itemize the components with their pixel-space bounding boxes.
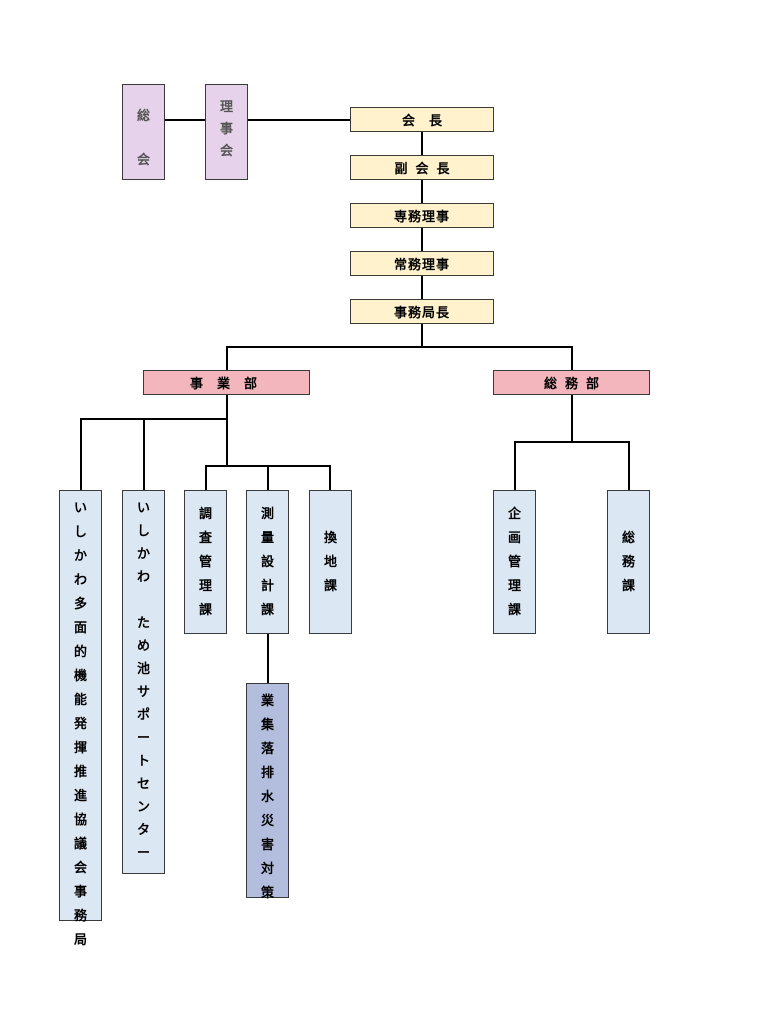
connector-to-chosa [205, 465, 207, 491]
kaicho-box: 会長 [350, 107, 494, 132]
kanchi-box: 換地課 [309, 490, 352, 634]
somubu-box: 総務部 [493, 370, 650, 395]
connector-somu-section-bar [514, 441, 629, 443]
kikaku-label: 企画管理課 [507, 507, 521, 618]
somuka-box: 総務課 [607, 490, 650, 634]
rijikai-box: 理事会 [205, 84, 248, 180]
connector-department-bar [226, 346, 572, 348]
sokuryo-box: 測量設計課 [246, 490, 289, 634]
chosa-box: 調査管理課 [184, 490, 227, 634]
connector-rijikai-kaicho [247, 119, 351, 121]
jimukyokucho-box: 事務局長 [350, 299, 494, 324]
connector-to-somuka [628, 441, 630, 491]
connector-to-jigyobu [226, 346, 228, 370]
kanchi-label: 換地課 [323, 531, 337, 594]
fukukaicho-label: 副会長 [394, 162, 458, 177]
tameike-label: いしかわ ため池サポートセンター [136, 501, 150, 861]
connector-somubu-down [571, 394, 573, 442]
haisui-label: 業集落排水災害対策 [260, 694, 274, 901]
connector-soukai-rijikai [164, 119, 206, 121]
jomu-box: 常務理事 [350, 251, 494, 276]
connector-to-kikaku [514, 441, 516, 491]
connector-to-somubu [571, 346, 573, 370]
tamen-box: いしかわ多面的機能発揮推進協議会事務局 [59, 490, 102, 948]
connector-jigyobu-down [226, 394, 228, 466]
jomu-label: 常務理事 [393, 258, 450, 273]
jigyobu-label: 事業部 [189, 377, 271, 392]
soukai-box: 総会 [122, 84, 165, 180]
soukai-label: 総会 [136, 109, 150, 168]
connector-sokuryo-haisui [267, 633, 269, 683]
chosa-label: 調査管理課 [198, 507, 212, 618]
tameike-box: いしかわ ため池サポートセンター [122, 490, 165, 874]
tamen-label: いしかわ多面的機能発揮推進協議会事務局 [73, 501, 87, 948]
kaicho-label: 会長 [401, 114, 456, 129]
jigyobu-box: 事業部 [143, 370, 310, 395]
fukukaicho-box: 副会長 [350, 155, 494, 180]
senmu-box: 専務理事 [350, 203, 494, 228]
connector-support-bar [80, 418, 227, 420]
rijikai-label: 理事会 [219, 100, 233, 159]
connector-to-tamen [80, 418, 82, 490]
connector-to-tameike [143, 418, 145, 490]
connector-to-kanchi [329, 465, 331, 491]
connector-to-sokuryo [267, 465, 269, 491]
kikaku-box: 企画管理課 [493, 490, 536, 634]
sokuryo-label: 測量設計課 [260, 507, 274, 618]
jimukyokucho-label: 事務局長 [393, 306, 450, 321]
senmu-label: 専務理事 [393, 210, 450, 225]
somuka-label: 総務課 [621, 531, 635, 594]
somubu-label: 総務部 [543, 377, 607, 392]
connector-executive-trunk [421, 131, 423, 348]
haisui-box: 業集落排水災害対策 [246, 683, 289, 901]
